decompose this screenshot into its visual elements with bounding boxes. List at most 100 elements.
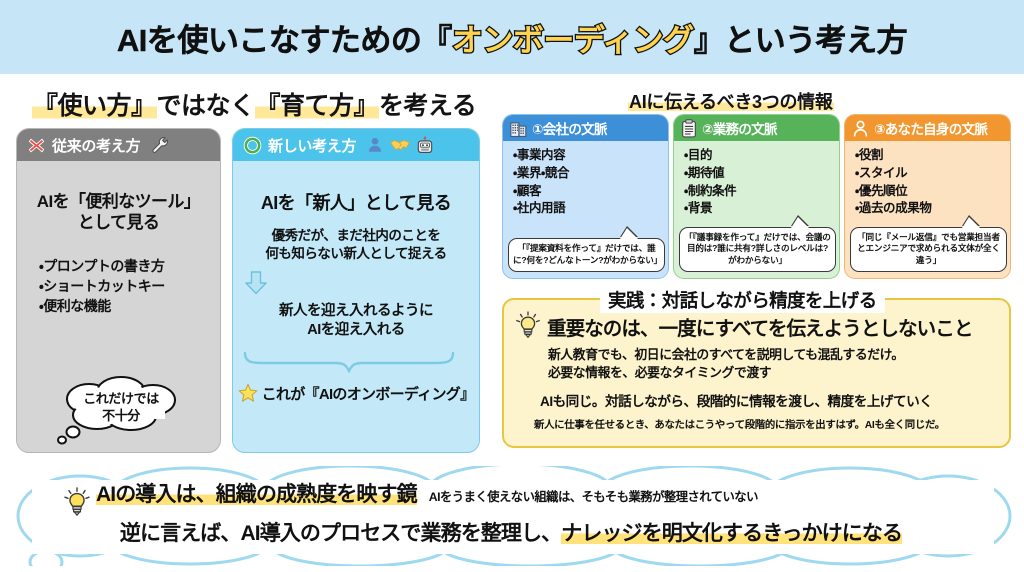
list-item: ・事業内容	[513, 148, 566, 162]
old-mindset-statement: AIを「便利なツール」 として見る	[27, 191, 210, 234]
context-company-list: ・事業内容 ・業界・競合 ・顧客 ・社内用語	[513, 147, 662, 218]
new-mindset-result: 新人を迎え入れるように AIを迎え入れる	[243, 302, 469, 341]
title-highlight: オンボーディング	[451, 21, 696, 59]
context-card-task-title: ②業務の文脈	[702, 122, 777, 137]
list-item: ・背景	[684, 201, 713, 216]
right-heading-text: AIに伝えるべき3つの情報	[628, 92, 834, 112]
bottom-cloud-main-1: AIの導入は、組織の成熟度を映す鏡	[96, 478, 418, 508]
context-card-task-body: ・目的 ・期待値 ・制約条件 ・背景 「『議事録を作って』だけでは、会議の目的は…	[674, 141, 839, 278]
list-item: ・社内用語	[513, 201, 566, 216]
clipboard-svg	[682, 118, 696, 137]
list-item: ・目的	[684, 148, 713, 162]
context-self-list: ・役割 ・スタイル ・優先順位 ・過去の成果物	[855, 147, 1004, 218]
bottom-cloud-row-2: 逆に言えば、AI導入のプロセスで業務を整理し、ナレッジを明文化するきっかけになる	[56, 517, 980, 547]
practice-box: 重要なのは、一度にすべてを伝えようとしないこと 新人教育でも、初日に会社のすべて…	[502, 298, 1011, 448]
list-item: ・ショートカットキー	[39, 277, 165, 294]
thought-bubble-svg	[57, 376, 176, 445]
person-bust-icon	[851, 119, 870, 138]
new-result-line-1: 新人を迎え入れるように	[279, 302, 434, 319]
list-item: ・役割	[855, 148, 884, 162]
left-section-heading: 『使い方』ではなく『育て方』を考える	[32, 86, 477, 122]
robot-svg	[417, 135, 433, 153]
list-item: ・優先順位	[855, 183, 908, 198]
new-mindset-card-body: AIを「新人」として見る 優秀だが、まだ社内のことを 何も知らない新人として捉え…	[233, 161, 479, 412]
context-self-example-bubble: 「同じ『メール返信』でも営業担当者とエンジニアで求められる文体が全く違う」	[850, 226, 1007, 272]
context-card-self-body: ・役割 ・スタイル ・優先順位 ・過去の成果物 「同じ『メール返信』でも営業担当…	[845, 141, 1010, 278]
star-icon	[238, 383, 258, 403]
context-card-task: ②業務の文脈 ・目的 ・期待値 ・制約条件 ・背景 「『議事録を作って』だけでは…	[673, 114, 840, 279]
list-item: ・制約条件	[684, 183, 737, 198]
bottom-cloud-line2-pre: 逆に言えば、AI導入のプロセスで業務を整理し、	[119, 522, 562, 545]
bottom-cloud-banner: AIの導入は、組織の成熟度を映す鏡 AIをうまく使えない組織は、そもそも業務が整…	[10, 466, 1014, 566]
page-title: AIを使いこなすための『オンボーディング』という考え方	[117, 15, 908, 60]
old-mindset-list: ・プロンプトの書き方 ・ショートカットキー ・便利な機能	[27, 256, 210, 317]
thought-bubble: これだけでは 不十分	[57, 376, 185, 445]
list-item: ・顧客	[513, 183, 542, 198]
building-svg	[510, 121, 527, 137]
old-mindset-card-body: AIを「便利なツール」 として見る ・プロンプトの書き方 ・ショートカットキー …	[17, 161, 220, 445]
new-mindset-statement: AIを「新人」として見る	[260, 193, 452, 213]
down-arrow-icon	[243, 270, 269, 296]
old-statement-line-2: として見る	[77, 213, 160, 233]
list-item: ・便利な機能	[39, 298, 111, 315]
list-item: ・スタイル	[855, 165, 908, 180]
heading-part-b: ではなく	[156, 92, 256, 120]
thought-line-1: これだけでは	[83, 391, 159, 406]
old-mindset-card: 従来の考え方 AIを「便利なツール」 として見る ・プロンプトの書き方 ・ショー…	[16, 128, 221, 453]
handshake-icon	[390, 136, 410, 154]
context-card-task-header: ②業務の文脈	[674, 115, 839, 141]
cloud-lightbulb-svg	[64, 487, 90, 516]
context-task-list: ・目的 ・期待値 ・制約条件 ・背景	[684, 147, 833, 218]
lightbulb-icon	[514, 311, 542, 341]
practice-note: 新人教育でも、初日に会社のすべてを説明しても混乱するだけ。 必要な情報を、必要な…	[504, 341, 1009, 382]
practice-note-line-2: 必要な情報を、必要なタイミングで渡す	[548, 365, 772, 381]
practice-ai-line: AIも同じ。対話しながら、段階的に情報を渡し、精度を上げていく	[540, 394, 933, 410]
bottom-cloud-line2-mark: ナレッジを明文化するきっかけになる	[561, 522, 903, 545]
context-card-company-body: ・事業内容 ・業界・競合 ・顧客 ・社内用語 「『提案資料を作って』だけでは、誰…	[503, 141, 668, 278]
down-arrow-svg	[245, 271, 267, 294]
context-card-self: ③あなた自身の文脈 ・役割 ・スタイル ・優先順位 ・過去の成果物 「同じ『メー…	[844, 114, 1011, 279]
bottom-cloud-row-1: AIの導入は、組織の成熟度を映す鏡 AIをうまく使えない組織は、そもそも業務が整…	[56, 478, 980, 508]
new-mindset-card-header: 新しい考え方	[233, 129, 479, 161]
lightbulb-svg	[516, 311, 540, 338]
old-statement-line-1: AIを「便利なツール」	[36, 192, 201, 211]
context-card-company-header: ①会社の文脈	[503, 115, 668, 141]
practice-main-text: 重要なのは、一度にすべてを伝えようとしないこと	[547, 317, 973, 340]
new-conclusion-text: これが『AIのオンボーディング』	[261, 385, 475, 403]
new-result-line-2: AIを迎え入れる	[307, 322, 405, 339]
handshake-svg	[390, 139, 410, 151]
heading-part-d: を考える	[379, 92, 477, 120]
practice-heading: 実践：対話しながら精度を上げる	[600, 287, 885, 313]
list-item: ・プロンプトの書き方	[39, 257, 165, 274]
list-item: ・過去の成果物	[855, 201, 932, 216]
bottom-cloud-main-1-text: AIの導入は、組織の成熟度を映す鏡	[96, 483, 418, 506]
robot-icon	[416, 135, 434, 155]
thought-bubble-text: これだけでは 不十分	[57, 391, 185, 424]
context-card-self-title: ③あなた自身の文脈	[874, 122, 988, 137]
title-post: 』という考え方	[693, 22, 908, 58]
cross-svg	[28, 138, 45, 152]
heading-part-a: 『使い方』	[32, 92, 157, 120]
context-card-company-title: ①会社の文脈	[532, 122, 607, 137]
curly-brace-decoration	[243, 351, 455, 374]
brace-svg	[243, 351, 455, 374]
right-section-heading: AIに伝えるべき3つの情報	[628, 88, 834, 114]
practice-note-line-1: 新人教育でも、初日に会社のすべてを説明しても混乱するだけ。	[548, 347, 904, 362]
context-card-company: ①会社の文脈 ・事業内容 ・業界・競合 ・顧客 ・社内用語 「『提案資料を作って…	[502, 114, 669, 279]
thought-line-2: 不十分	[102, 407, 140, 423]
context-company-example-bubble: 「『提案資料を作って』だけでは、誰に?何を?どんなトーン?がわからない」	[508, 238, 665, 272]
context-task-example-bubble: 「『議事録を作って』だけでは、会議の目的は?誰に共有?詳しさのレベルは?がわから…	[679, 226, 836, 272]
bottom-cloud-sub-1: AIをうまく使えない組織は、そもそも業務が整理されていない	[428, 490, 759, 504]
star-svg	[238, 384, 257, 403]
person-svg	[369, 137, 382, 152]
old-mindset-card-title: 従来の考え方	[52, 137, 141, 155]
practice-main-statement: 重要なのは、一度にすべてを伝えようとしないこと	[504, 300, 1009, 341]
person-icon	[366, 136, 384, 154]
old-mindset-card-header: 従来の考え方	[17, 129, 220, 161]
wrench-svg	[152, 137, 169, 153]
new-mindset-conclusion: これが『AIのオンボーディング』	[238, 383, 475, 404]
new-sub-line-1: 優秀だが、まだ社内のことを	[271, 228, 441, 243]
new-mindset-card: 新しい考え方	[232, 128, 480, 453]
list-item: ・業界・競合	[513, 165, 570, 180]
